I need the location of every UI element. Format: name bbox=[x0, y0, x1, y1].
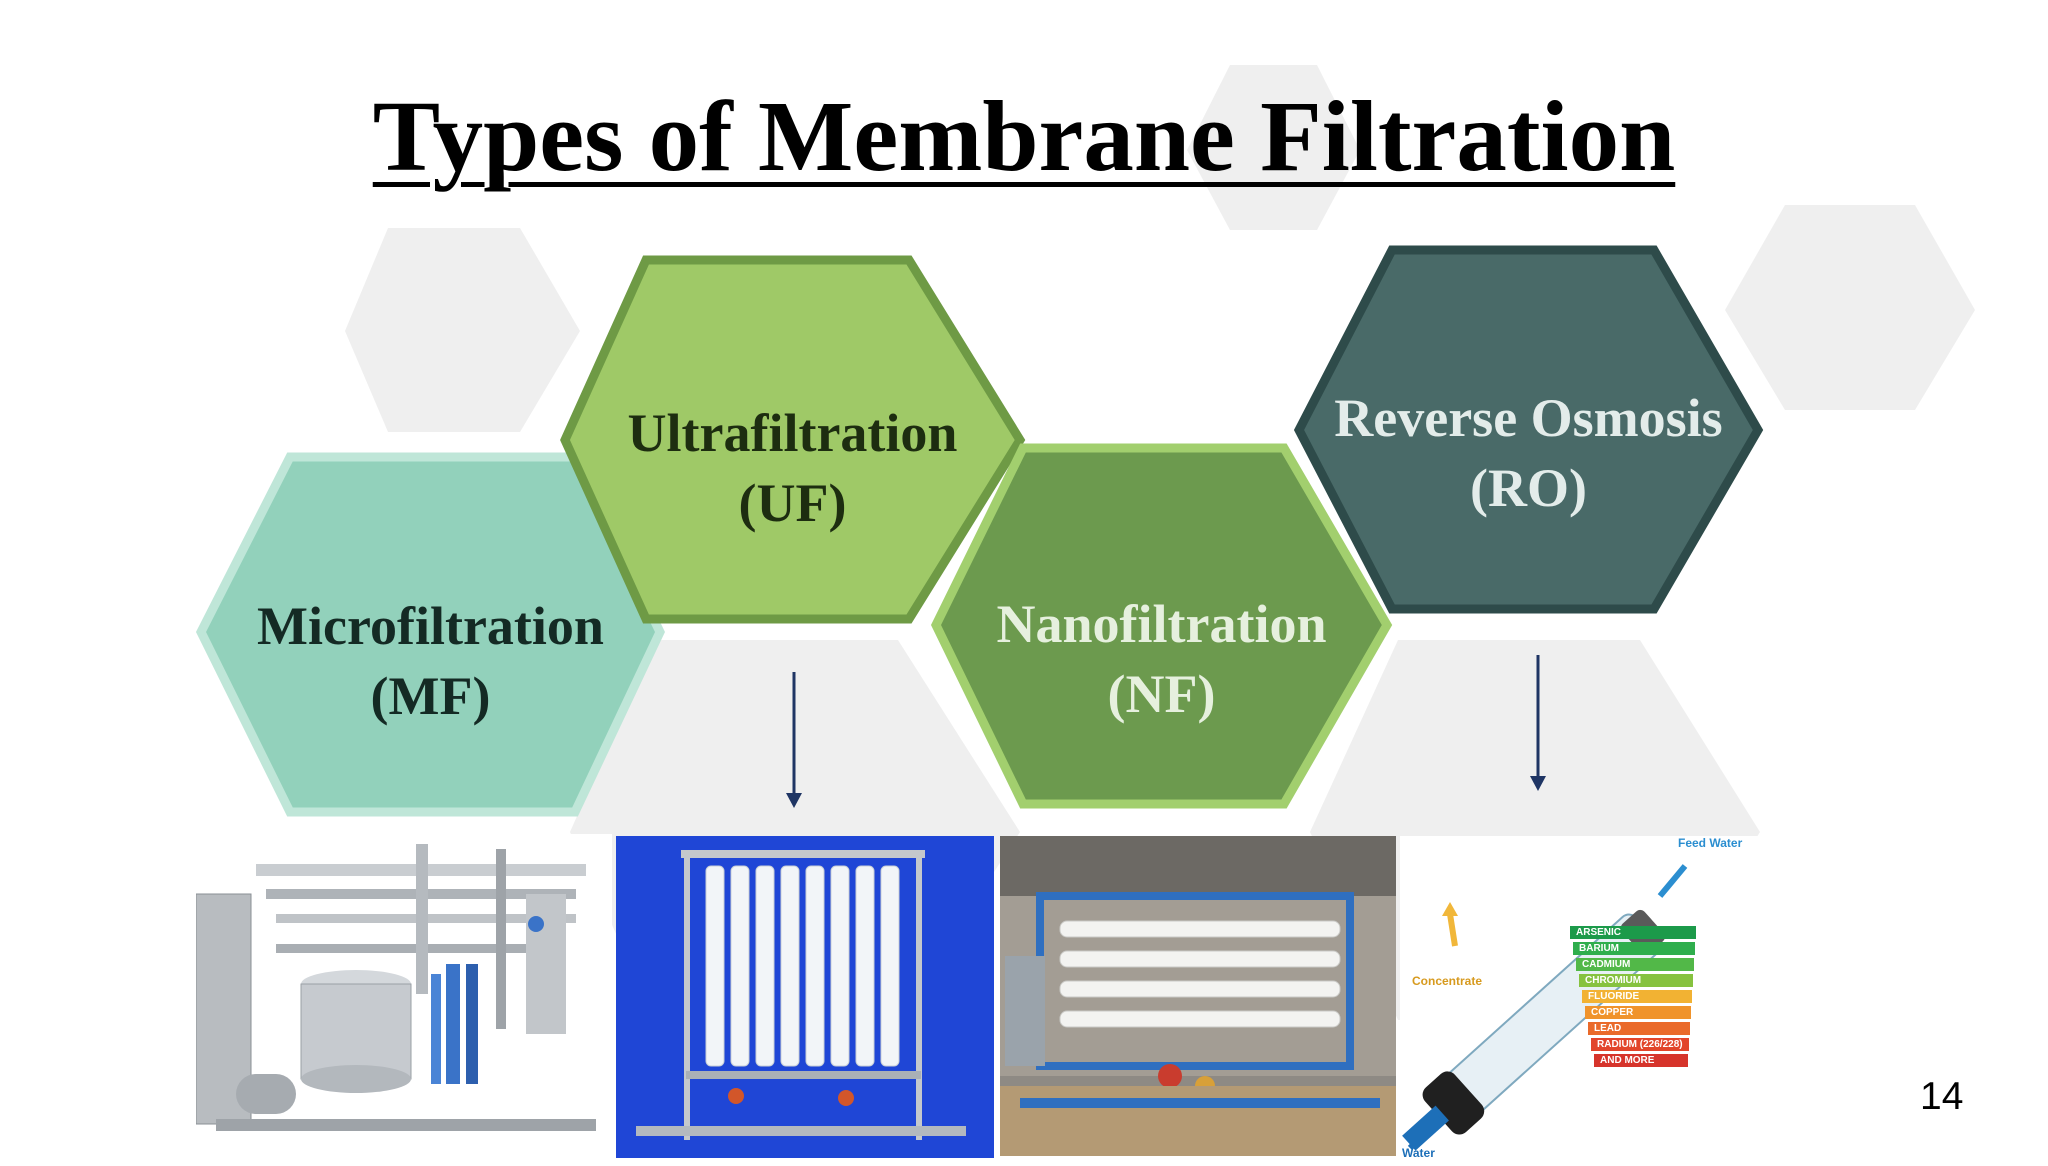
hexagon-label-line: Ultrafiltration bbox=[627, 403, 958, 463]
contaminant-label: AND MORE bbox=[1594, 1054, 1688, 1067]
background-hexagon bbox=[345, 228, 580, 432]
contaminant-label: ARSENIC bbox=[1570, 926, 1696, 939]
ro-clean-water-label: Water bbox=[1402, 1146, 1435, 1160]
hexagon-label-abbr: (MF) bbox=[370, 666, 491, 726]
slide-title: Types of Membrane Filtration bbox=[372, 80, 1676, 192]
arrow-down-icon bbox=[786, 672, 802, 808]
contaminant-label: FLUORIDE bbox=[1582, 990, 1692, 1003]
contaminant-label: LEAD bbox=[1588, 1022, 1690, 1035]
microfiltration-equipment-photo bbox=[196, 834, 612, 1152]
hexagon-label-uf: Ultrafiltration (UF) bbox=[565, 398, 1020, 538]
hexagon-ro bbox=[1293, 245, 1764, 614]
hexagon-label-line: Nanofiltration bbox=[996, 594, 1327, 654]
contaminant-label: CADMIUM bbox=[1576, 958, 1694, 971]
hexagon-label-line: Reverse Osmosis bbox=[1334, 388, 1723, 448]
background-hexagon bbox=[1725, 205, 1975, 410]
ro-concentrate-label: Concentrate bbox=[1412, 974, 1483, 988]
hexagon-label-abbr: (RO) bbox=[1470, 458, 1587, 518]
page-number: 14 bbox=[1920, 1075, 1964, 1118]
hexagon-label-abbr: (UF) bbox=[738, 473, 847, 533]
reverse-osmosis-membrane-diagram: Feed Water Concentrate Water ARSENIC BARI… bbox=[1400, 836, 1798, 1166]
nf-plant-image bbox=[1000, 836, 1396, 1156]
background-hexagon bbox=[1187, 65, 1360, 230]
contaminant-label: COPPER bbox=[1585, 1006, 1691, 1019]
hexagon-nf bbox=[930, 443, 1393, 809]
ultrafiltration-equipment-photo bbox=[616, 836, 994, 1158]
hexagon-label-nf: Nanofiltration (NF) bbox=[936, 589, 1387, 729]
stainless-skid-image bbox=[196, 844, 596, 1131]
contaminant-label: RADIUM (226/228) bbox=[1591, 1038, 1689, 1051]
hexagon-label-line: Microfiltration bbox=[257, 596, 604, 656]
contaminant-label: CHROMIUM bbox=[1579, 974, 1693, 987]
uf-module-rack-image bbox=[636, 850, 966, 1140]
nanofiltration-equipment-photo bbox=[1000, 836, 1396, 1156]
arrow-down-icon bbox=[1530, 655, 1546, 791]
contaminant-label: BARIUM bbox=[1573, 942, 1695, 955]
hexagon-label-ro: Reverse Osmosis (RO) bbox=[1299, 383, 1758, 523]
hexagon-uf bbox=[560, 255, 1026, 624]
ro-contaminant-list: ARSENIC BARIUM CADMIUM CHROMIUM FLUORIDE COPP… bbox=[1570, 926, 1710, 1070]
hexagon-label-mf: Microfiltration (MF) bbox=[201, 591, 660, 731]
ro-feed-water-label: Feed Water bbox=[1678, 836, 1743, 850]
hexagon-label-abbr: (NF) bbox=[1107, 664, 1216, 724]
